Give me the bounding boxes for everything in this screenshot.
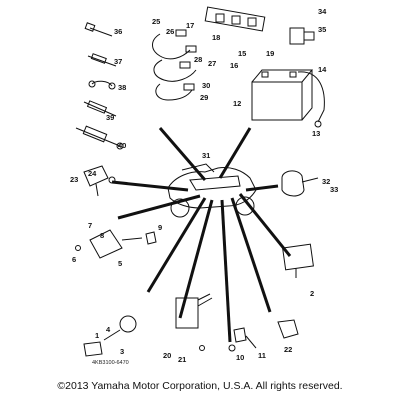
callout-32: 32 [322,177,330,186]
callout-34: 34 [318,7,327,16]
callout-24: 24 [88,169,97,178]
callout-23: 23 [70,175,78,184]
callout-29: 29 [200,93,208,102]
callout-10: 10 [236,353,244,362]
callout-25: 25 [152,17,160,26]
callout-20: 20 [163,351,171,360]
starter-relay [119,315,137,333]
callout-38: 38 [118,83,126,92]
flasher-relay [281,170,305,197]
callout-22: 22 [284,345,292,354]
callout-15: 15 [238,49,246,58]
cable-part-37 [87,55,117,67]
cdi-unit [282,243,314,271]
callout-36: 36 [114,27,122,36]
regulator-rectifier [175,297,199,329]
connector-block [83,341,103,357]
callout-13: 13 [312,129,320,138]
callout-30: 30 [202,81,210,90]
callout-33: 33 [330,185,338,194]
harness-29 [155,83,193,101]
callout-35: 35 [318,25,326,34]
callout-39: 39 [106,113,114,122]
callout-37: 37 [114,57,122,66]
callout-16: 16 [230,61,238,70]
callout-9: 9 [158,223,162,232]
callout-8: 8 [100,231,104,240]
handlebar-switch [83,165,109,187]
callout-7: 7 [88,221,92,230]
callout-28: 28 [194,55,202,64]
callout-5: 5 [118,259,122,268]
vehicle-wheel-front [170,198,190,218]
callout-6: 6 [72,255,76,264]
callout-11: 11 [258,351,266,360]
neutral-switch [233,327,247,343]
vehicle-handlebar [181,163,215,173]
harness-25 [152,33,191,60]
callout-17: 17 [186,21,194,30]
callout-4: 4 [106,325,111,334]
battery [251,81,303,121]
callout-27: 27 [208,59,216,68]
plug-cap [145,231,157,245]
callout-26: 26 [166,27,174,36]
battery-cable [297,71,325,123]
part-code-label: 4KB3100-6470 [92,360,129,366]
rubber-boot [277,319,299,339]
callout-19: 19 [266,49,274,58]
callout-40: 40 [118,141,126,150]
callout-2: 2 [310,289,314,298]
callout-14: 14 [318,65,327,74]
cable-part-38 [91,80,113,87]
callout-1: 1 [95,331,99,340]
callout-21: 21 [178,355,186,364]
ignition-coil [89,229,123,259]
vehicle-seat [189,175,241,191]
relay-bracket [204,6,266,32]
harness-27 [153,59,197,82]
cable-part-40 [75,127,121,147]
callout-12: 12 [233,99,241,108]
callout-3: 3 [120,347,124,356]
copyright-notice: ©2013 Yamaha Motor Corporation, U.S.A. A… [57,380,343,392]
fuse-box [289,27,305,45]
cable-part-39 [83,101,117,117]
callout-18: 18 [212,33,220,42]
callout-31: 31 [202,151,210,160]
